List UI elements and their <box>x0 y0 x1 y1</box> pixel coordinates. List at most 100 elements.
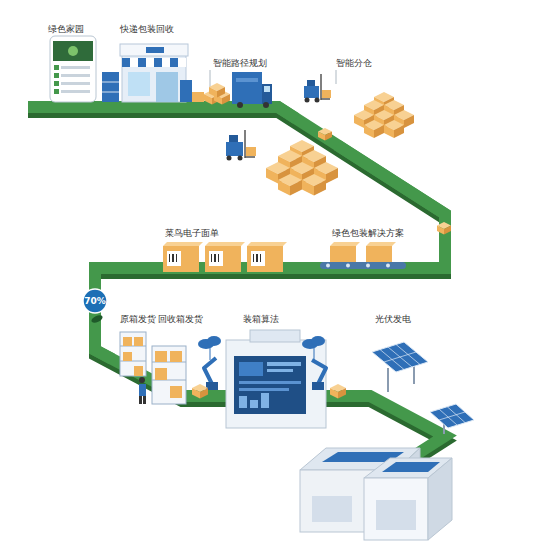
stage-label: 光伏发电 <box>375 314 411 325</box>
truck-illustration <box>236 78 258 82</box>
road-connector <box>271 107 296 119</box>
shelf-illustration <box>120 332 186 404</box>
warehouse-illustration <box>315 98 320 103</box>
truck-illustration <box>237 102 243 108</box>
phone-illustration <box>54 89 59 94</box>
station-store-illustration <box>138 58 146 67</box>
shipping-label-illustration <box>260 254 261 262</box>
packing-machine-illustration <box>314 348 315 360</box>
station-store-illustration <box>170 58 178 67</box>
sorting-illustration <box>278 174 302 196</box>
stage-label: 菜鸟电子面单 <box>165 228 219 239</box>
shelf-illustration <box>123 352 132 361</box>
conveyor-illustration <box>330 246 356 262</box>
shelf-illustration <box>152 346 186 404</box>
phone-illustration <box>68 46 78 56</box>
conveyor-illustration <box>320 242 406 269</box>
shelf-illustration <box>139 377 145 383</box>
warehouse-illustration <box>305 98 310 103</box>
shipping-label-illustration <box>251 251 265 266</box>
shipping-label-illustration <box>172 254 174 262</box>
stage-node: 智能分仓 <box>296 55 416 145</box>
warehouse-illustration <box>384 120 404 138</box>
road-connector <box>295 262 318 274</box>
conveyor-illustration <box>366 264 370 268</box>
stage-node: 智能路径规划 <box>205 55 271 114</box>
shelf-illustration <box>134 337 143 346</box>
road-connector <box>196 101 205 113</box>
shipping-label-illustration <box>211 254 212 262</box>
building-illustration <box>428 458 452 540</box>
stage-node: 菜鸟电子面单 <box>158 226 295 282</box>
phone-illustration <box>54 73 59 78</box>
sorting-illustration <box>227 156 232 161</box>
stage-label: 智能路径规划 <box>213 58 267 69</box>
stage-node: 光伏发电 <box>350 312 475 432</box>
phone-illustration <box>50 36 96 102</box>
shipping-label-illustration <box>218 254 219 262</box>
phone-illustration <box>61 66 90 69</box>
stage-node: 快递包装回收 <box>116 20 196 114</box>
station-store-illustration <box>130 58 138 67</box>
warehouse-illustration <box>336 70 337 84</box>
warehouse-illustration <box>304 86 319 98</box>
truck-illustration <box>204 70 272 108</box>
leaf-icon <box>90 314 103 325</box>
station-store-illustration <box>154 58 162 67</box>
station-store-illustration <box>128 72 150 96</box>
packing-machine-illustration <box>226 340 326 428</box>
shipping-label-illustration <box>176 254 177 262</box>
warehouse-illustration <box>318 128 332 141</box>
solar-panel-illustration <box>384 352 416 362</box>
warehouse-illustration <box>321 98 330 100</box>
shelf-illustration <box>134 366 143 376</box>
warehouse-illustration <box>364 120 384 138</box>
packing-machine-illustration <box>234 356 306 414</box>
building-illustration <box>300 448 452 540</box>
station-store-illustration <box>102 44 204 102</box>
conveyor-illustration <box>346 264 350 268</box>
truck-illustration <box>232 72 262 104</box>
shipping-label-illustration <box>214 254 216 262</box>
solar-panel-illustration <box>430 404 474 428</box>
green-road <box>28 107 445 468</box>
building-illustration <box>312 496 352 522</box>
packing-machine-illustration <box>192 330 346 428</box>
building-illustration <box>382 462 440 472</box>
leaf-icon <box>90 314 103 325</box>
phone-illustration <box>50 36 96 102</box>
packing-machine-illustration <box>267 369 293 372</box>
percent-value: 70% <box>82 288 108 314</box>
building-illustration <box>376 500 416 530</box>
packing-machine-illustration <box>312 382 324 390</box>
station-store-illustration <box>146 58 154 67</box>
station-store-illustration <box>122 52 186 102</box>
packing-machine-illustration <box>239 381 301 384</box>
stage-label: 绿色包装解决方案 <box>332 228 404 239</box>
shipping-label-illustration <box>169 254 170 262</box>
phone-illustration <box>54 81 59 86</box>
shelf-illustration <box>139 396 142 404</box>
shipping-label-illustration <box>247 246 283 272</box>
station-store-illustration <box>162 58 170 67</box>
green-road <box>28 107 445 473</box>
sorting-illustration <box>238 156 243 161</box>
warehouse-illustration <box>322 90 331 98</box>
packing-machine-illustration <box>250 330 300 342</box>
sorting-illustration <box>302 174 326 196</box>
packing-machine-illustration <box>261 393 269 408</box>
shipping-label-illustration <box>256 254 258 262</box>
conveyor-illustration <box>330 242 360 246</box>
sorting-illustration <box>226 130 451 235</box>
shipping-label-illustration <box>253 254 254 262</box>
packing-machine-illustration <box>239 388 289 391</box>
packing-machine-illustration <box>330 384 346 398</box>
solar-panel-illustration <box>372 342 428 372</box>
green-road <box>28 112 445 473</box>
stage-node: 绿色家园 <box>44 20 108 114</box>
stage-label: 智能分仓 <box>336 58 372 69</box>
truck-illustration <box>263 102 269 108</box>
packing-machine-illustration <box>250 400 258 408</box>
stage-node: 装箱算法 <box>215 312 335 432</box>
